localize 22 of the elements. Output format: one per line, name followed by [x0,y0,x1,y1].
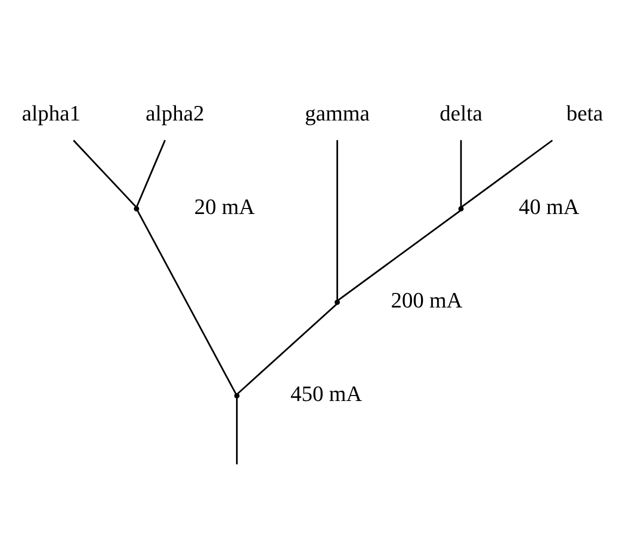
connector [136,139,166,206]
node-point [334,299,340,304]
connector [72,139,137,207]
connector [460,140,462,206]
node-label: 200 mA [390,286,462,312]
node-point [234,392,240,398]
connector [136,210,236,394]
connector [461,139,553,207]
node-point [458,206,464,211]
node-text: beta [566,100,604,125]
node-text: delta [440,100,482,125]
node-point [134,206,140,211]
connector [236,303,338,394]
node-text: alpha1 [22,100,81,125]
node-text: alpha2 [146,100,204,125]
connector [338,209,461,300]
node-text: gamma [304,100,370,125]
node-label: 20 mA [194,193,255,218]
connector [336,140,338,300]
connector [236,397,238,464]
node-label: 40 mA [518,193,580,218]
node-label: 450 mA [290,380,362,406]
